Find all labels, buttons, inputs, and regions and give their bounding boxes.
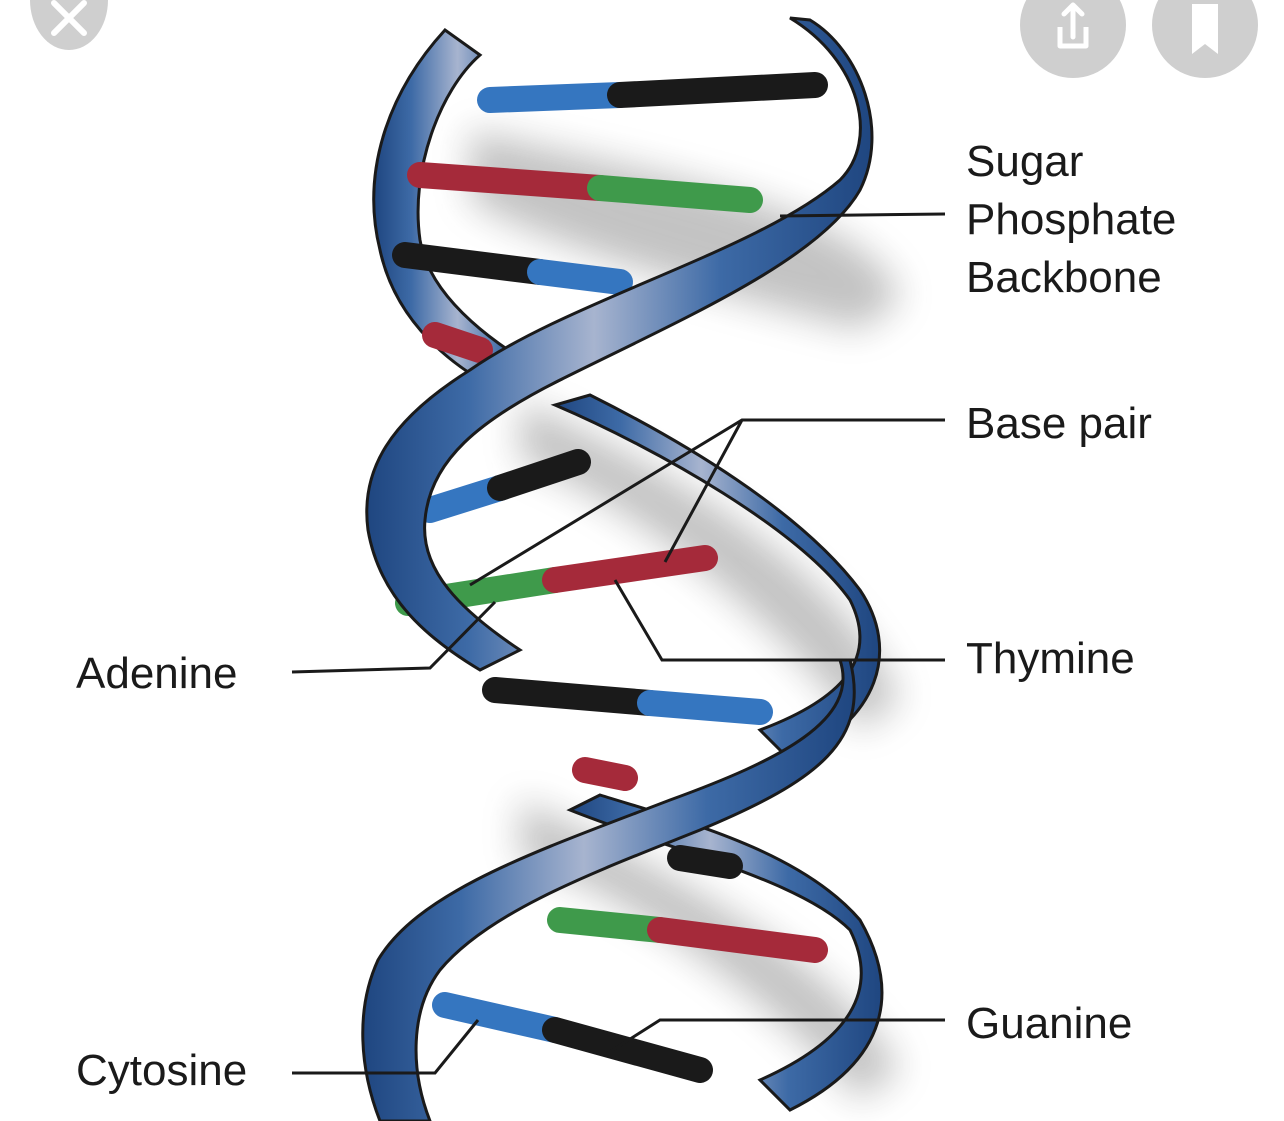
bp-10-thymine: [647, 917, 828, 963]
share-button[interactable]: [1020, 0, 1126, 78]
bp-9-guanine: [667, 845, 743, 879]
bp-1-cytosine: [477, 82, 633, 113]
close-icon: [51, 0, 87, 36]
leader-thymine: [613, 579, 945, 662]
close-button[interactable]: [30, 0, 108, 50]
bp-3-cytosine: [527, 259, 633, 295]
label-base-pair: Base pair: [966, 399, 1152, 448]
base-pairs: [392, 72, 828, 1083]
label-backbone-line-3: Backbone: [966, 253, 1162, 302]
bookmark-button[interactable]: [1152, 0, 1258, 78]
bp-7-guanine: [482, 677, 663, 716]
label-thymine: Thymine: [966, 634, 1135, 683]
bp-6-thymine: [542, 545, 718, 593]
bp-8-thymine: [572, 757, 638, 791]
leader-base-pair-2: [663, 419, 744, 563]
bp-10-adenine: [547, 907, 673, 943]
label-cytosine: Cytosine: [76, 1046, 248, 1095]
leader-backbone: [779, 212, 946, 218]
bp-2-thymine: [407, 162, 613, 201]
leader-lines: [291, 212, 946, 1075]
leader-cytosine: [292, 1019, 480, 1075]
bp-3-guanine: [392, 242, 553, 285]
label-backbone-line-1: Sugar: [966, 137, 1084, 186]
bp-5-guanine: [487, 449, 591, 501]
bp-11-guanine: [542, 1017, 713, 1083]
share-icon: [1057, 2, 1089, 49]
front-strand: [361, 16, 874, 1121]
bookmark-icon: [1192, 4, 1218, 54]
label-adenine: Adenine: [76, 649, 238, 698]
label-backbone-line-2: Phosphate: [966, 195, 1177, 244]
label-guanine: Guanine: [966, 999, 1133, 1048]
label-backbone: Sugar Phosphate Backbone: [966, 133, 1176, 307]
bp-1-guanine: [607, 72, 828, 108]
leader-adenine: [291, 600, 497, 674]
bp-2-adenine: [587, 175, 763, 213]
leader-guanine: [604, 1018, 945, 1057]
bp-11-cytosine: [432, 992, 568, 1043]
bp-4-thymine: [422, 322, 493, 363]
bp-7-cytosine: [637, 690, 773, 725]
